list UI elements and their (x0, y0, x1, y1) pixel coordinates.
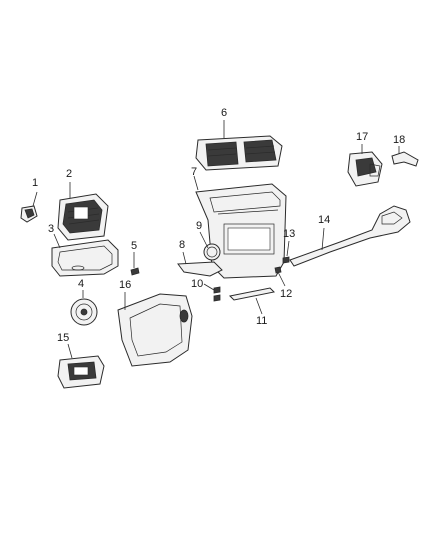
callout-15: 15 (57, 332, 70, 344)
part-4-knob (70, 298, 98, 326)
part-10-clips (213, 286, 221, 302)
part-18-bezel-strip (391, 151, 419, 167)
callout-3: 3 (48, 223, 55, 235)
part-13-fastener (282, 256, 290, 264)
callout-10: 10 (191, 278, 204, 290)
callout-6: 6 (221, 107, 228, 119)
callout-4: 4 (78, 278, 85, 290)
part-14-dash-trim (289, 205, 411, 267)
callout-17: 17 (356, 131, 369, 143)
part-6-center-air-outlet (195, 135, 283, 171)
callout-13: 13 (283, 228, 296, 240)
leader-lines (32, 120, 400, 359)
callout-16: 16 (119, 279, 132, 291)
callout-2: 2 (66, 168, 73, 180)
callout-12: 12 (280, 288, 293, 300)
part-3-vent-bezel (51, 239, 119, 277)
part-8-trim-strip (177, 261, 223, 277)
part-15-switch-bezel (57, 355, 105, 389)
part-1-vent-insert (20, 205, 38, 223)
part-2-air-outlet (57, 193, 109, 241)
part-17-right-air-outlet (347, 151, 383, 187)
callout-11: 11 (256, 315, 268, 327)
callout-7: 7 (191, 166, 198, 178)
part-12-fastener (274, 266, 282, 274)
callout-18: 18 (393, 134, 406, 146)
callout-14: 14 (318, 214, 331, 226)
part-11-trim-bar (228, 287, 276, 301)
callout-5: 5 (131, 240, 138, 252)
part-5-clip (130, 267, 140, 276)
callout-1: 1 (32, 177, 39, 189)
part-9-ring (203, 243, 221, 261)
callout-8-9: 9 (196, 220, 203, 232)
callout-8: 8 (179, 239, 186, 251)
part-16-panel-frame (117, 293, 193, 367)
